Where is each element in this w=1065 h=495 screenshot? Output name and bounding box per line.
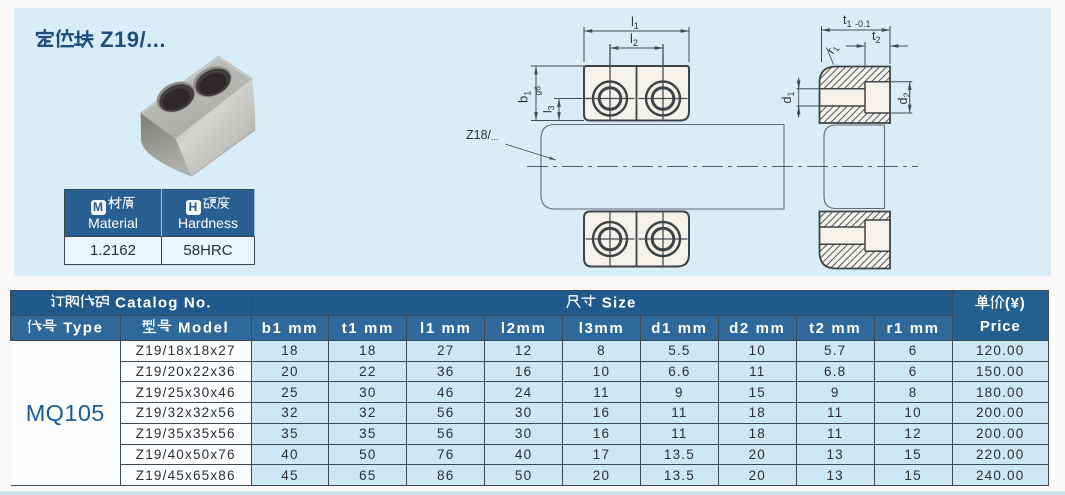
svg-text:r1: r1	[824, 41, 842, 57]
svg-text:t2: t2	[872, 29, 881, 45]
svg-text:d1: d1	[780, 92, 796, 104]
svg-text:t1 -0.1: t1 -0.1	[843, 13, 871, 29]
svg-text:l1: l1	[631, 14, 639, 31]
svg-text:b1: b1	[516, 91, 533, 103]
svg-text:Z18/...: Z18/...	[466, 128, 499, 142]
svg-text:l2: l2	[630, 31, 638, 48]
svg-text:l3: l3	[541, 105, 557, 113]
svg-text:g6: g6	[533, 86, 543, 96]
svg-text:d2: d2	[896, 93, 912, 105]
